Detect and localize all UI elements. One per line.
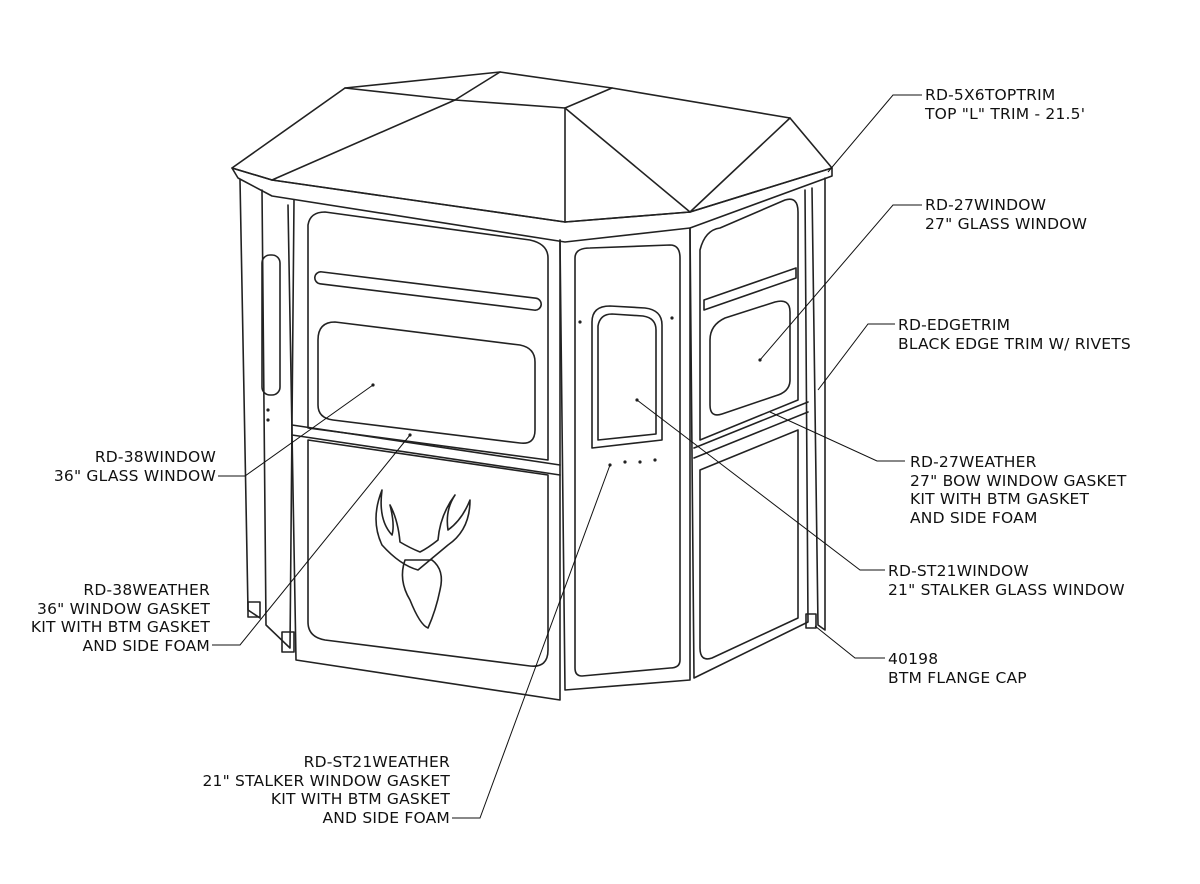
callout-27-weather: RD-27WEATHER 27" BOW WINDOW GASKET KIT W… bbox=[910, 453, 1127, 527]
part-description: 27" GLASS WINDOW bbox=[925, 214, 1088, 233]
part-description: AND SIDE FOAM bbox=[322, 808, 450, 827]
left-wall-panel bbox=[239, 179, 295, 653]
callout-edge-trim: RD-EDGETRIM BLACK EDGE TRIM W/ RIVETS bbox=[898, 316, 1131, 353]
part-description: AND SIDE FOAM bbox=[82, 636, 210, 655]
part-number: RD-38WINDOW bbox=[94, 448, 216, 466]
callout-38-window: RD-38WINDOW 36" GLASS WINDOW bbox=[54, 448, 216, 485]
part-description: BTM FLANGE CAP bbox=[888, 668, 1027, 687]
callout-top-trim: RD-5X6TOPTRIM TOP "L" TRIM - 21.5' bbox=[925, 86, 1085, 123]
part-number: RD-27WINDOW bbox=[925, 196, 1047, 214]
part-number: RD-EDGETRIM bbox=[898, 316, 1011, 334]
part-description: BLACK EDGE TRIM W/ RIVETS bbox=[898, 334, 1131, 353]
front-wall-panel bbox=[287, 204, 561, 701]
part-description: 21" STALKER GLASS WINDOW bbox=[888, 580, 1125, 599]
callout-flange-cap: 40198 BTM FLANGE CAP bbox=[888, 650, 1027, 687]
part-description: 36" WINDOW GASKET bbox=[37, 599, 210, 618]
callout-st21-window: RD-ST21WINDOW 21" STALKER GLASS WINDOW bbox=[888, 562, 1125, 599]
callout-27-window: RD-27WINDOW 27" GLASS WINDOW bbox=[925, 196, 1087, 233]
part-number: 40198 bbox=[888, 650, 939, 668]
part-description: TOP "L" TRIM - 21.5' bbox=[925, 104, 1086, 123]
stalker-panel bbox=[559, 227, 691, 691]
callout-st21-weather: RD-ST21WEATHER 21" STALKER WINDOW GASKET… bbox=[202, 753, 450, 827]
part-description: 21" STALKER WINDOW GASKET bbox=[202, 771, 450, 790]
part-description: KIT WITH BTM GASKET bbox=[270, 790, 450, 808]
deer-skull-logo bbox=[375, 489, 471, 629]
part-description: 36" GLASS WINDOW bbox=[53, 466, 216, 485]
part-number: RD-38WEATHER bbox=[83, 581, 210, 599]
part-description: 27" BOW WINDOW GASKET bbox=[910, 471, 1127, 490]
part-number: RD-ST21WEATHER bbox=[303, 753, 450, 771]
part-description: KIT WITH BTM GASKET bbox=[910, 490, 1090, 508]
part-number: RD-ST21WINDOW bbox=[888, 562, 1029, 580]
right-wall-panel bbox=[689, 177, 826, 679]
part-number: RD-27WEATHER bbox=[910, 453, 1037, 471]
part-description: AND SIDE FOAM bbox=[910, 508, 1038, 527]
leader-lines bbox=[212, 94, 922, 819]
roof bbox=[231, 71, 833, 243]
part-description: KIT WITH BTM GASKET bbox=[30, 618, 210, 636]
callout-38-weather: RD-38WEATHER 36" WINDOW GASKET KIT WITH … bbox=[31, 581, 210, 655]
part-number: RD-5X6TOPTRIM bbox=[925, 86, 1056, 104]
